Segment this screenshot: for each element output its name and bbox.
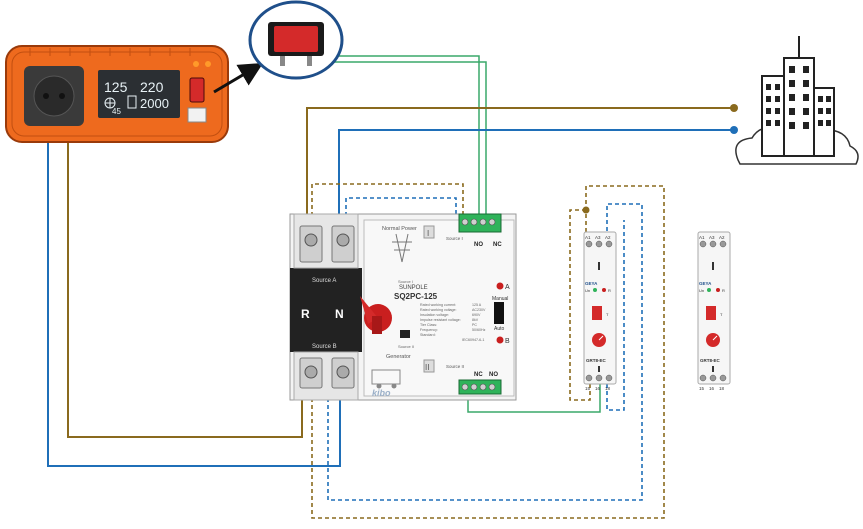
relay1-term-16: 16	[595, 386, 601, 391]
arrow-icon	[213, 62, 264, 94]
green-wire-bottom	[467, 384, 601, 413]
inverter: 125 220 2000 45	[5, 45, 229, 143]
relay1-term-a3: A3	[595, 235, 601, 240]
terminal-source-ii: Source II	[446, 364, 464, 369]
dashed-brown-loop-top	[311, 183, 464, 230]
generator-icon	[371, 369, 401, 389]
blue-wire-inverter	[47, 140, 341, 467]
ats-brand: SUNPOLE	[399, 285, 428, 291]
relay2-model: GRT8-EC	[700, 358, 721, 363]
source-a-label: Source A	[312, 278, 336, 284]
top-no-label: NO	[474, 242, 483, 248]
relay1-un: Un	[585, 288, 590, 293]
relay1-dip-switch[interactable]	[592, 306, 602, 320]
svg-text:690V: 690V	[472, 313, 481, 317]
normal-power-label: Normal Power	[382, 226, 417, 232]
kibo-logo: kibo	[372, 388, 391, 398]
relay1-brand: GEYA	[585, 281, 598, 286]
ats-handle[interactable]	[360, 296, 392, 334]
svg-text:PC: PC	[472, 323, 477, 327]
top-nc-label: NC	[493, 242, 502, 248]
ats-model: SQ2PC-125	[394, 292, 438, 301]
auto-label: Auto	[494, 326, 505, 332]
terminal-source-i: Source I	[446, 236, 463, 241]
numeral-i: I	[427, 229, 429, 238]
time-relay-1: A1 A3 A2 GEYA Un R T GRT8-EC 15 16 18	[583, 231, 617, 391]
svg-text:IEC60947-6-1: IEC60947-6-1	[462, 338, 484, 342]
brown-wire-inverter	[67, 140, 303, 438]
svg-text:Standard:: Standard:	[420, 333, 436, 337]
display-125: 125	[104, 79, 128, 95]
relay2-brand: GEYA	[699, 281, 712, 286]
bottom-nc-label: NC	[474, 372, 483, 378]
manual-label: Manual	[492, 296, 508, 302]
relay2-term-16: 16	[709, 386, 715, 391]
relay2-dip-switch[interactable]	[706, 306, 716, 320]
relay2-term-a3: A3	[709, 235, 715, 240]
dashed-brown-relay	[569, 209, 591, 401]
relay2-term-18: 18	[719, 386, 725, 391]
dashed-brown-loop-outer	[311, 185, 665, 519]
svg-text:8kV: 8kV	[472, 318, 479, 322]
indicator-b: B	[505, 338, 510, 345]
relay1-t: T	[606, 312, 609, 317]
power-tower-icon	[392, 233, 412, 263]
indicator-a: A	[505, 284, 510, 291]
green-wire-1	[312, 55, 480, 218]
relay1-term-a1: A1	[585, 235, 591, 240]
display-temp: 45	[112, 107, 121, 116]
svg-text:AC230V: AC230V	[472, 308, 486, 312]
pole-r: R	[301, 307, 310, 321]
relay2-time-dial[interactable]	[706, 333, 720, 347]
generator-label: Generator	[386, 354, 411, 360]
manual-auto-switch[interactable]	[494, 302, 504, 324]
relay2-term-15: 15	[699, 386, 705, 391]
svg-text:Frequency:: Frequency:	[420, 328, 438, 332]
dashed-blue-loop-outer	[327, 203, 643, 501]
red-rocker-switch-icon	[248, 0, 344, 80]
svg-text:Tier Class:: Tier Class:	[420, 323, 437, 327]
relay1-model: GRT8-EC	[586, 358, 607, 363]
ats-switch: Source A Source B R N Normal Power I SUN…	[289, 213, 517, 401]
inverter-power-switch[interactable]	[189, 77, 205, 103]
time-relay-2: A1 A3 A2 GEYA Un R T GRT8-EC 15 16 18	[697, 231, 731, 391]
svg-text:Rated working voltage:: Rated working voltage:	[420, 308, 457, 312]
source-i-label: Source I	[398, 279, 413, 284]
bottom-no-label: NO	[489, 372, 498, 378]
source-ii-label: Source II	[398, 344, 414, 349]
svg-text:Insulation voltage:: Insulation voltage:	[420, 313, 449, 317]
svg-text:50/60Hz: 50/60Hz	[472, 328, 486, 332]
battery-icon	[127, 95, 137, 109]
svg-text:125 A: 125 A	[472, 303, 482, 307]
relay2-term-a1: A1	[699, 235, 705, 240]
relay1-term-a2: A2	[605, 235, 611, 240]
relay1-term-18: 18	[605, 386, 611, 391]
relay1-time-dial[interactable]	[592, 333, 606, 347]
green-wire-2	[312, 61, 487, 218]
numeral-ii: II	[425, 363, 429, 372]
brown-wire-building	[306, 107, 734, 230]
building-icon	[735, 36, 859, 165]
source-b-label: Source B	[312, 344, 337, 350]
display-2000: 2000	[140, 96, 169, 111]
relay2-term-a2: A2	[719, 235, 725, 240]
relay1-r: R	[608, 288, 611, 293]
relay2-t: T	[720, 312, 723, 317]
spec-table: Rated working current: Rated working vol…	[420, 303, 486, 342]
lcd-display	[98, 70, 180, 118]
relay2-un: Un	[699, 288, 704, 293]
display-220: 220	[140, 79, 164, 95]
svg-text:Rated working current:: Rated working current:	[420, 303, 456, 307]
blue-wire-building	[338, 129, 734, 230]
relay2-r: R	[722, 288, 725, 293]
pole-n: N	[335, 307, 344, 321]
fan-icon	[104, 97, 116, 109]
relay1-term-15: 15	[585, 386, 591, 391]
svg-text:Impulse resistant voltage:: Impulse resistant voltage:	[420, 318, 461, 322]
